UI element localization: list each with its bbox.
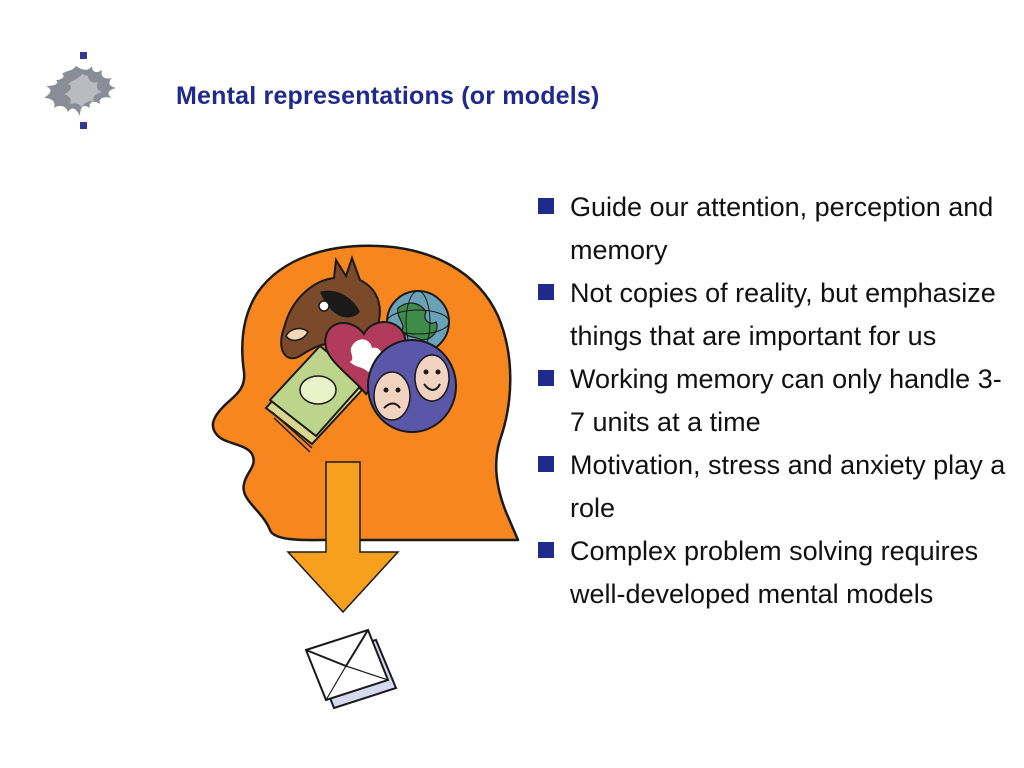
list-item: Motivation, stress and anxiety play a ro…	[536, 444, 1006, 530]
square-bullet-icon	[538, 542, 554, 558]
square-bullet-icon	[538, 284, 554, 300]
envelopes-icon	[304, 628, 398, 710]
list-item: Not copies of reality, but emphasize thi…	[536, 272, 1006, 358]
down-arrow-icon	[286, 461, 400, 614]
square-bullet-icon	[538, 370, 554, 386]
bullet-list: Guide our attention, perception and memo…	[536, 186, 1006, 616]
theater-masks-icon	[367, 339, 457, 433]
list-item: Complex problem solving requires well-de…	[536, 530, 1006, 616]
head-illustration	[211, 244, 520, 710]
flame-logo-icon	[44, 52, 116, 129]
square-bullet-icon	[538, 198, 554, 214]
square-bullet-icon	[538, 456, 554, 472]
list-item: Working memory can only handle 3-7 units…	[536, 358, 1006, 444]
page-title: Mental representations (or models)	[176, 82, 600, 110]
list-item: Guide our attention, perception and memo…	[536, 186, 1006, 272]
